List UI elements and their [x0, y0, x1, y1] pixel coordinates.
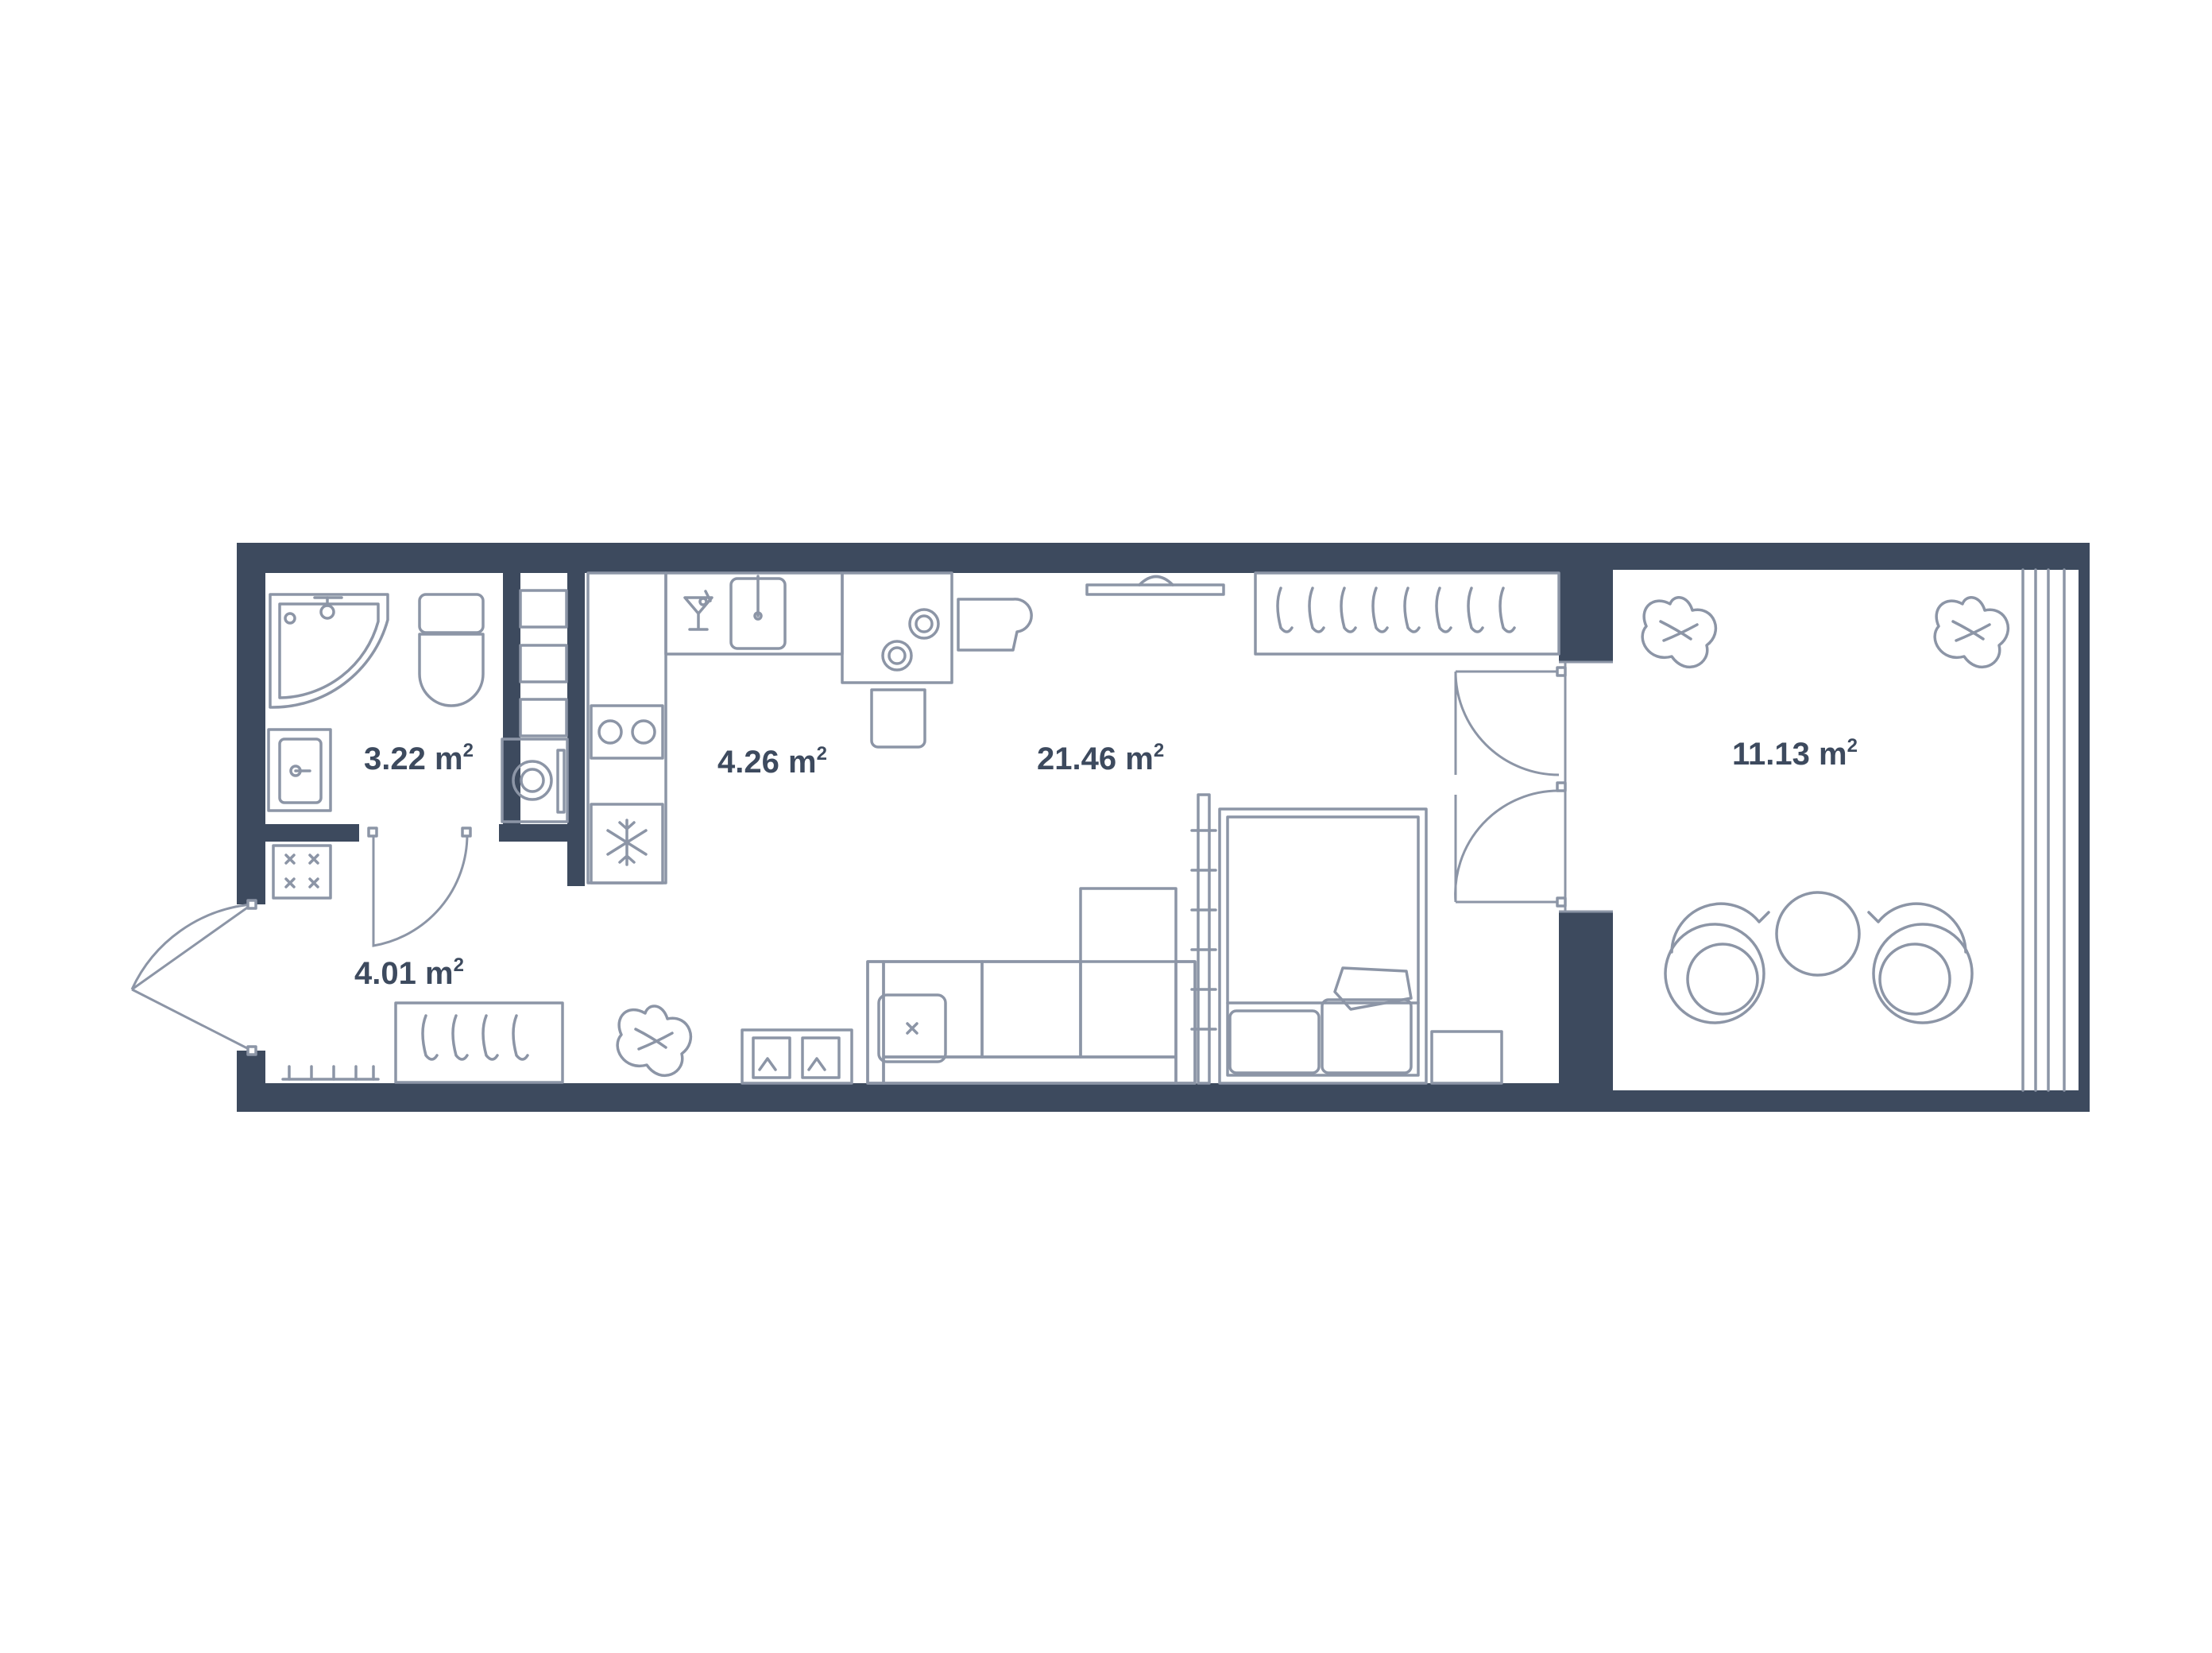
- plant-icon: [1641, 596, 1717, 668]
- bed-icon: [1218, 807, 1428, 1085]
- stove-icon: [590, 704, 664, 760]
- vent-shaft-icon: [519, 589, 568, 737]
- nightstand-icon: [1430, 1030, 1503, 1085]
- terrace-glazing: [2021, 568, 2066, 1092]
- bookshelf-icon: [1190, 793, 1217, 1085]
- kitchen-sink-icon: [729, 575, 787, 650]
- round-table-icon: [1775, 891, 1861, 977]
- walls: [237, 543, 2090, 1112]
- area-label-living-room: 21.46 m2: [1037, 740, 1164, 776]
- area-label-kitchen: 4.26 m2: [717, 743, 827, 780]
- plant-icon: [1933, 596, 2009, 668]
- shoe-rack-icon: [281, 1065, 380, 1081]
- armchair-icon: [1664, 902, 1770, 1024]
- dining-table-icon: [841, 571, 953, 684]
- fridge-icon: [590, 803, 664, 885]
- hallway-wardrobe-icon: [394, 1001, 564, 1084]
- area-label-hallway: 4.01 m2: [354, 954, 464, 991]
- sofa-icon: [866, 887, 1197, 1085]
- svg-text:3.22 m2: 3.22 m2: [364, 740, 474, 776]
- chair-icon: [870, 688, 926, 749]
- washing-machine-icon: [501, 737, 569, 823]
- svg-text:4.26 m2: 4.26 m2: [717, 743, 827, 780]
- tv-icon: [1085, 575, 1225, 596]
- svg-text:4.01 m2: 4.01 m2: [354, 954, 464, 991]
- shower-icon: [269, 593, 389, 709]
- entrance-door-icon[interactable]: [130, 899, 257, 1056]
- toilet-icon: [418, 593, 485, 707]
- armchair-icon: [1867, 902, 1974, 1024]
- wardrobe-icon: [1254, 571, 1560, 656]
- area-label-bathroom: 3.22 m2: [364, 740, 474, 776]
- plant-icon: [616, 1005, 692, 1077]
- cocktail-glass-icon: [683, 590, 713, 631]
- balcony-door-icon[interactable]: [1454, 666, 1567, 908]
- svg-text:11.13 m2: 11.13 m2: [1732, 735, 1858, 772]
- electric-panel-icon: [272, 844, 332, 900]
- sink-icon: [267, 728, 332, 812]
- svg-text:21.46 m2: 21.46 m2: [1037, 740, 1164, 776]
- bathroom-door-icon[interactable]: [367, 826, 472, 947]
- area-label-terrace: 11.13 m2: [1732, 735, 1858, 772]
- shoe-bench-icon: [741, 1028, 853, 1085]
- chair-icon: [957, 598, 1033, 652]
